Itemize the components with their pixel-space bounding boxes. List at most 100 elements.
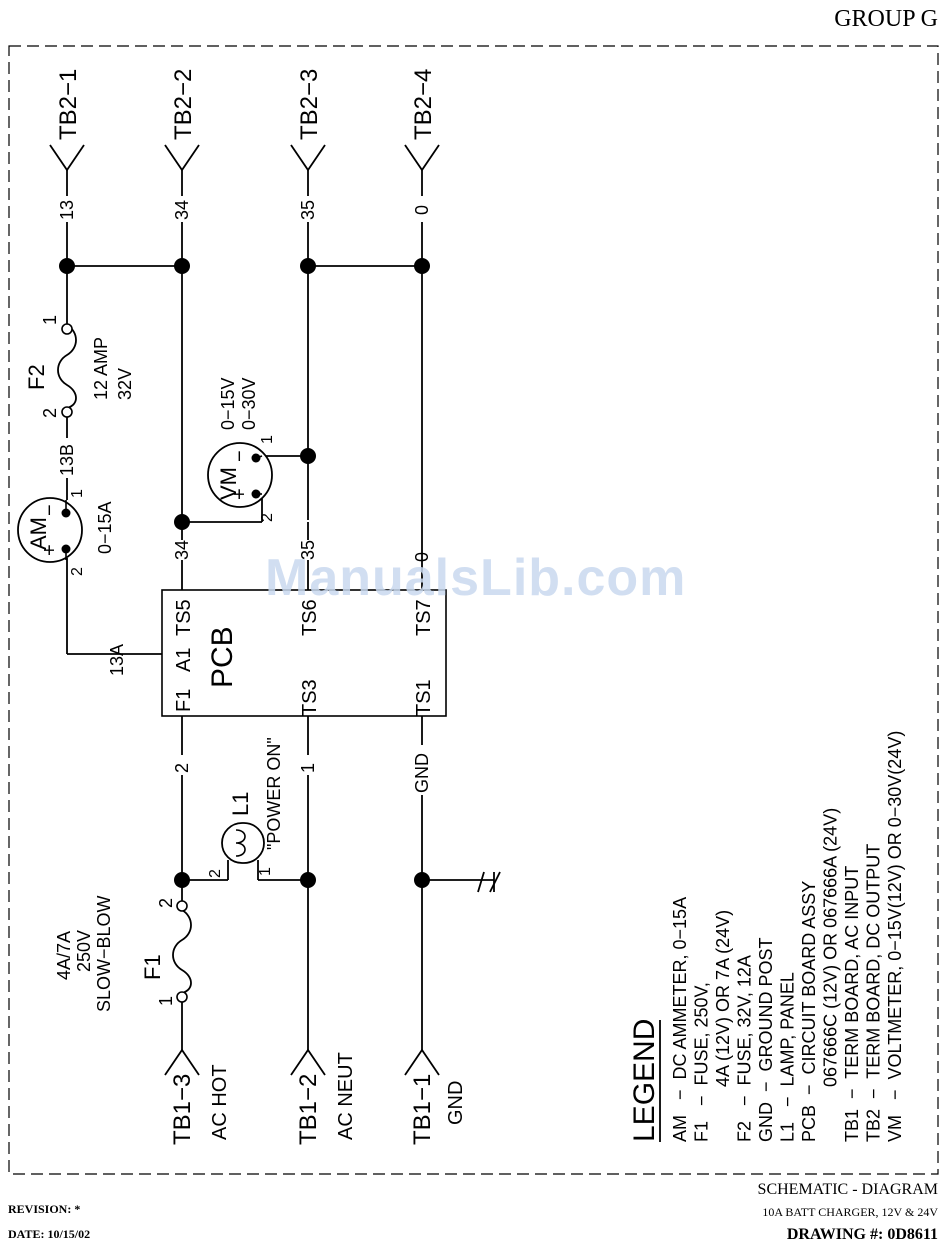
am-pin1: 1 <box>69 489 86 498</box>
vm-plus: + <box>229 488 251 500</box>
vm-rating1: 0−15V <box>218 377 238 430</box>
f2-labels: F2 1 2 12 AMP 32V <box>24 315 135 418</box>
tb2-1-connector <box>49 144 85 172</box>
tb1-1-connector <box>404 1048 440 1076</box>
wire-1-label: 1 <box>298 763 318 773</box>
f1-rating3: SLOW−BLOW <box>94 895 114 1012</box>
vm-rating2: 0−30V <box>239 377 259 430</box>
am-pin2: 2 <box>69 567 86 576</box>
legend-entry: TB1 − TERM BOARD, AC INPUT <box>842 866 862 1142</box>
drawing-number: DRAWING #: 0D8611 <box>786 1226 938 1243</box>
junction-dot <box>174 258 190 274</box>
junction-dots <box>59 258 430 888</box>
legend-title: LEGEND <box>628 1019 661 1142</box>
legend-entry: TB2 − TERM BOARD, DC OUTPUT <box>864 844 884 1142</box>
f2-pin1-icon <box>61 323 73 335</box>
f2-pin1-label: 1 <box>40 315 60 325</box>
junction-dot <box>300 448 316 464</box>
junction-dot <box>300 258 316 274</box>
f2-rating2: 32V <box>115 368 135 400</box>
legend-entry: VM − VOLTMETER, 0−15V(12V) OR 0−30V(24V) <box>885 731 905 1142</box>
drawing-border <box>8 45 939 1175</box>
tb2-3-label: TB2−3 <box>296 69 323 140</box>
f1-pin1-icon <box>176 991 188 1003</box>
tb2-1-label: TB2−1 <box>55 69 82 140</box>
pcb-ts7: TS7 <box>413 599 435 636</box>
ac-hot-label: AC HOT <box>209 1064 231 1140</box>
wire-0-pcb-label: 0 <box>412 552 432 562</box>
drawing-subtitle: 10A BATT CHARGER, 12V & 24V <box>762 1205 938 1219</box>
f1-labels: F1 2 1 4A/7A 250V SLOW−BLOW <box>54 895 176 1012</box>
legend-entry: GND − GROUND POST <box>756 937 776 1142</box>
l1-power-on: "POWER ON" <box>264 737 284 850</box>
l1-pin1: 1 <box>257 867 274 876</box>
am-rating: 0−15A <box>95 501 115 554</box>
wire-13-label: 13 <box>57 200 77 220</box>
vm-name: VM <box>216 467 241 500</box>
wire-13a-label: 13A <box>107 644 127 676</box>
f1-rating2: 250V <box>74 930 94 972</box>
legend-entry: AM − DC AMMETER, 0−15A <box>670 897 690 1142</box>
junction-dot <box>414 872 430 888</box>
f1-rating1: 4A/7A <box>54 931 74 980</box>
f2-rating1: 12 AMP <box>91 337 111 400</box>
vm-pin1: 1 <box>259 435 276 444</box>
bottom-terminal-labels: TB1−3 TB1−2 TB1−1 AC HOT AC NEUT GND <box>169 1052 467 1145</box>
pcb-f1: F1 <box>173 689 195 712</box>
legend-entry: 4A (12V) OR 7A (24V) <box>713 910 733 1142</box>
pcb-box <box>161 589 447 717</box>
l1-lamp-body <box>221 822 265 864</box>
ac-neut-label: AC NEUT <box>335 1052 357 1140</box>
wire-35-pcb-label: 35 <box>298 540 318 560</box>
gnd-label: GND <box>445 1081 467 1125</box>
pcb-ts5: TS5 <box>173 599 195 636</box>
junction-dot <box>414 258 430 274</box>
legend-entry: 067666C (12V) OR 067666A (24V) <box>821 808 841 1142</box>
wire-0-top-label: 0 <box>412 205 432 215</box>
junction-dot <box>174 872 190 888</box>
wire-2-label: 2 <box>172 763 192 773</box>
drawing-title: SCHEMATIC - DIAGRAM <box>757 1181 938 1198</box>
tb2-2-label: TB2−2 <box>170 69 197 140</box>
am-plus: + <box>39 544 61 556</box>
pcb-a1: A1 <box>173 648 195 672</box>
group-label: GROUP G <box>834 6 938 32</box>
f1-fuse-symbol <box>172 909 192 994</box>
wire-gnd-label: GND <box>412 753 432 793</box>
tb1-1-label: TB1−1 <box>409 1074 436 1145</box>
vm-labels: VM − + 1 2 0−15V 0−30V <box>216 377 276 522</box>
pcb-labels: PCB TS5 TS6 TS7 A1 F1 TS3 TS1 <box>173 599 435 716</box>
wire-number-labels: 13 34 35 0 13B 13A 34 35 0 2 1 GND <box>57 200 432 793</box>
l1-name: L1 <box>228 792 253 816</box>
wire-13b-label: 13B <box>57 444 77 476</box>
f2-pin2-icon <box>61 406 73 418</box>
vm-minus: − <box>229 450 251 462</box>
wire-35-top-label: 35 <box>298 200 318 220</box>
tb1-2-label: TB1−2 <box>295 1074 322 1145</box>
junction-dot <box>59 258 75 274</box>
f2-pin2-label: 2 <box>40 408 60 418</box>
am-name: AM <box>26 517 51 550</box>
tb2-4-connector <box>404 144 440 172</box>
revision-label: REVISION: * <box>8 1202 81 1216</box>
wire-34-top-label: 34 <box>172 200 192 220</box>
rotated-labels: TB2−1 TB2−2 TB2−3 TB2−4 <box>55 69 437 140</box>
f1-pin1-label: 1 <box>156 996 176 1006</box>
tb2-2-connector <box>164 144 200 172</box>
junction-dot <box>174 514 190 530</box>
tb1-3-label: TB1−3 <box>169 1074 196 1145</box>
pcb-ts6: TS6 <box>299 599 321 636</box>
pcb-ts1: TS1 <box>413 679 435 716</box>
pcb-ts3: TS3 <box>299 679 321 716</box>
tb1-2-connector <box>290 1048 326 1076</box>
f2-fuse-symbol <box>57 324 77 409</box>
f1-pin2-label: 2 <box>156 898 176 908</box>
legend-entry: F1 − FUSE, 250V, <box>692 982 712 1142</box>
vm-terminal-dot <box>251 453 261 463</box>
legend-entry: PCB − CIRCUIT BOARD ASSY <box>799 881 819 1142</box>
f2-name: F2 <box>24 364 49 390</box>
pcb-name: PCB <box>206 626 239 688</box>
